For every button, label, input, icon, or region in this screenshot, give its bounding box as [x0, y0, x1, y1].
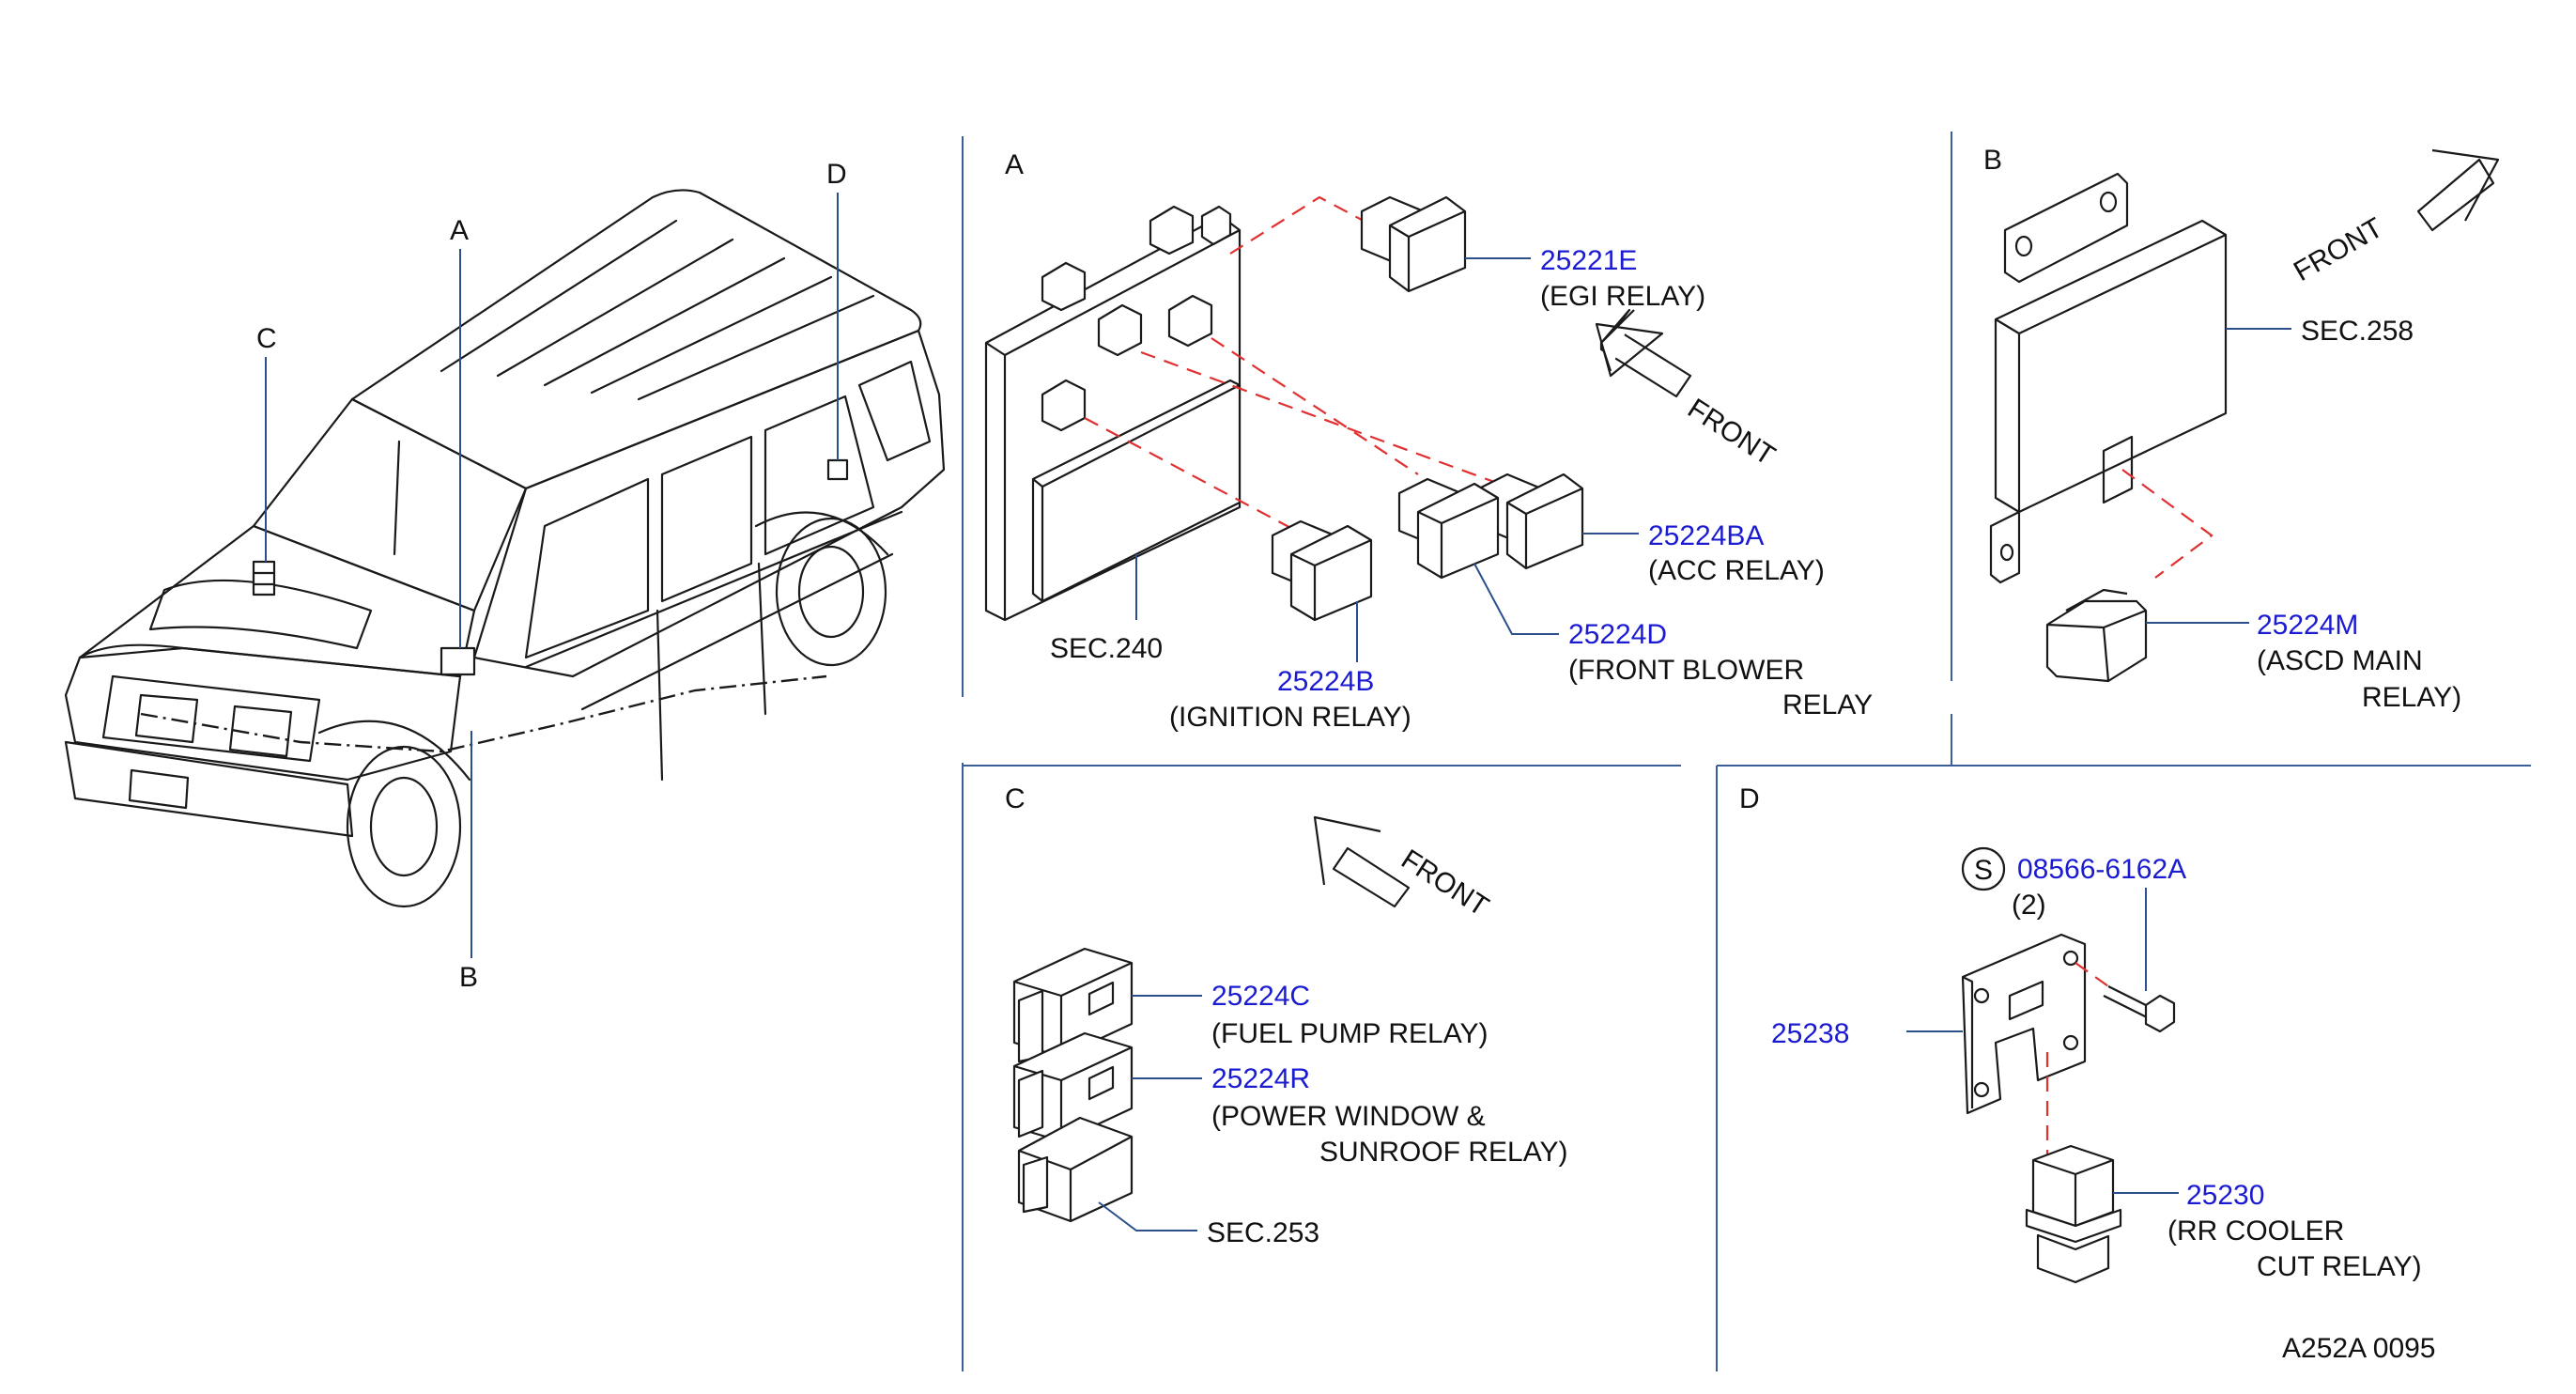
screw-symbol-icon: [1961, 846, 2006, 891]
relay-25224d[interactable]: [1397, 477, 1500, 580]
callout-a: A: [450, 215, 469, 246]
part-desc-25224r-line2: SUNROOF RELAY): [1319, 1137, 1567, 1168]
part-number-25230[interactable]: 25230: [2186, 1180, 2264, 1211]
panel-d-letter: D: [1739, 783, 1760, 814]
relay-25221e[interactable]: [1360, 195, 1467, 293]
part-number-25238[interactable]: 25238: [1771, 1018, 1849, 1049]
front-label-b: FRONT: [2289, 212, 2388, 287]
front-arrow-b-icon: [2416, 148, 2500, 232]
relay-25224c[interactable]: [1012, 947, 1134, 1063]
screw-part-number[interactable]: 08566-6162A: [2017, 854, 2186, 885]
vehicle-callouts: C A B D: [256, 159, 847, 993]
sec-258-label[interactable]: SEC.258: [2301, 316, 2414, 347]
part-number-25224b[interactable]: 25224B: [1277, 666, 1374, 697]
relay-25224ba[interactable]: [1477, 472, 1584, 570]
fuse-block-sec240: [984, 205, 1242, 622]
callout-b: B: [459, 962, 478, 993]
relay-block-sec253[interactable]: [1017, 1116, 1134, 1223]
relay-25224m[interactable]: [2045, 588, 2148, 683]
relay-25224r[interactable]: [1012, 1031, 1134, 1143]
front-arrow-c-icon: [1313, 815, 1411, 908]
panel-b: B SEC.258 25224M (ASCD MAIN RELAY): [1983, 145, 2500, 713]
relay-25230[interactable]: [2025, 1144, 2122, 1284]
bracket-25238[interactable]: [1961, 933, 2087, 1115]
panel-dividers: [962, 132, 2531, 1371]
sec-240-label[interactable]: SEC.240: [1050, 633, 1163, 664]
part-desc-25230-line1: (RR COOLER: [2167, 1216, 2344, 1247]
sec-253-label[interactable]: SEC.253: [1207, 1217, 1319, 1248]
part-number-25224ba[interactable]: 25224BA: [1648, 520, 1764, 551]
part-number-25224d[interactable]: 25224D: [1568, 619, 1667, 650]
panel-b-letter: B: [1983, 145, 2002, 176]
part-number-25224r[interactable]: 25224R: [1211, 1063, 1310, 1094]
panel-a-letter: A: [1005, 149, 1024, 180]
part-desc-25224m-line2: RELAY): [2362, 682, 2461, 713]
relay-25224b[interactable]: [1271, 519, 1373, 622]
part-number-25224c[interactable]: 25224C: [1211, 981, 1310, 1012]
part-desc-25224r-line1: (POWER WINDOW &: [1211, 1101, 1486, 1132]
part-number-25221e[interactable]: 25221E: [1540, 245, 1637, 276]
panel-c-letter: C: [1005, 783, 1026, 814]
part-desc-25221e: (EGI RELAY): [1540, 281, 1705, 312]
figure-code: A252A 0095: [2282, 1333, 2436, 1364]
callout-c: C: [256, 323, 277, 354]
vehicle-drawing: [64, 189, 946, 908]
screw-quantity: (2): [2012, 890, 2046, 921]
panel-c: C FRONT 25224C (FUEL PUMP RELAY) 25224R: [1005, 783, 1567, 1248]
callout-d: D: [826, 159, 847, 190]
front-label-a: FRONT: [1682, 393, 1781, 472]
part-desc-25224m-line1: (ASCD MAIN: [2257, 645, 2423, 676]
screw-symbol-letter: S: [1974, 855, 1993, 886]
part-number-25224m[interactable]: 25224M: [2257, 610, 2358, 641]
part-desc-25224b: (IGNITION RELAY): [1169, 702, 1411, 733]
screw-08566-6162a[interactable]: [2103, 985, 2176, 1033]
part-desc-25224d-line1: (FRONT BLOWER: [1568, 655, 1804, 686]
part-desc-25230-line2: CUT RELAY): [2257, 1251, 2422, 1282]
part-desc-25224d-line2: RELAY: [1782, 689, 1873, 720]
part-desc-25224c: (FUEL PUMP RELAY): [1211, 1018, 1489, 1049]
control-unit-sec258[interactable]: [1989, 172, 2228, 584]
panel-a: A 25221E (: [984, 149, 1873, 733]
front-arrow-a-icon: [1595, 308, 1692, 398]
front-label-c: FRONT: [1396, 844, 1494, 922]
part-desc-25224ba: (ACC RELAY): [1648, 555, 1825, 586]
panel-d: D S 08566-6162A (2) 25238: [1739, 783, 2422, 1284]
